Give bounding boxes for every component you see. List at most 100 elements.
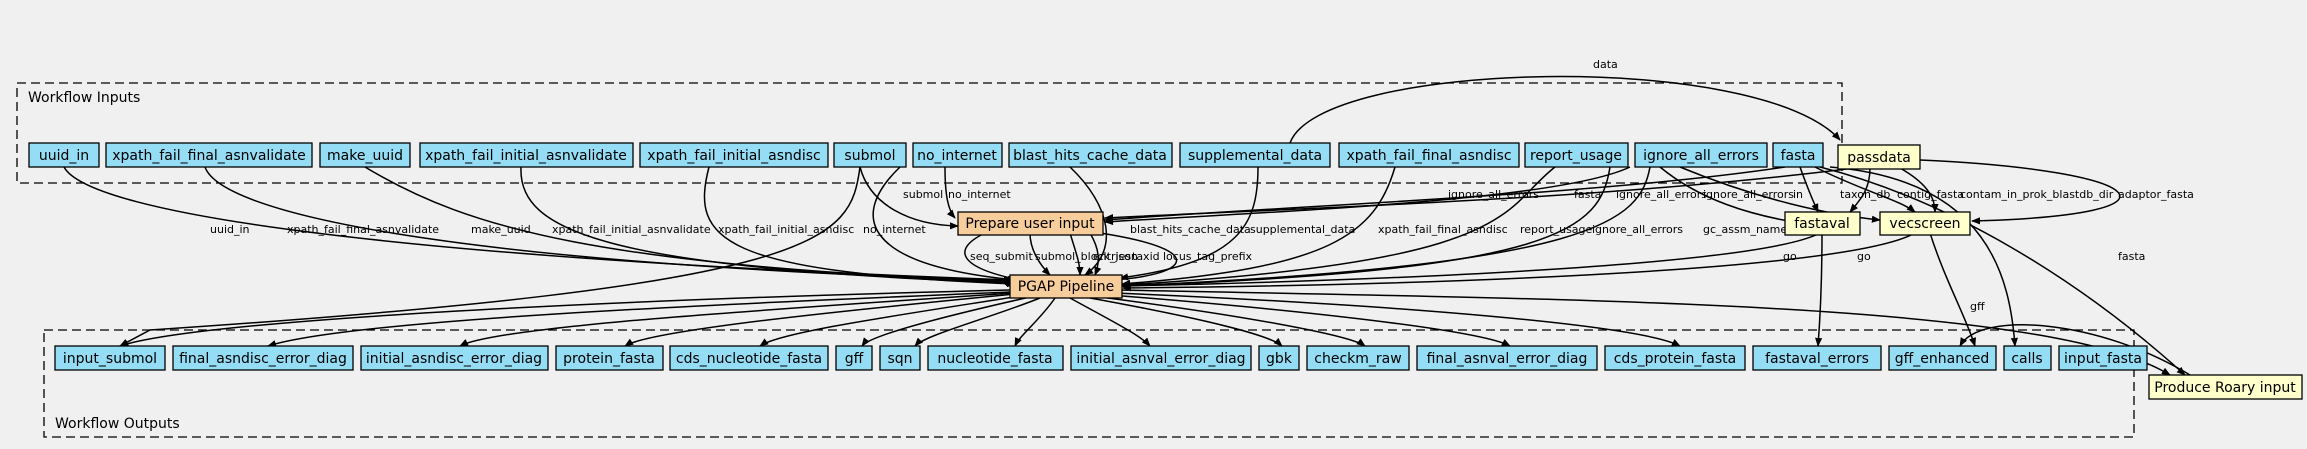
node-ignore-all-errors[interactable]: ignore_all_errors — [1634, 142, 1768, 168]
node-cds-nucleotide-fasta-label: cds_nucleotide_fasta — [676, 351, 822, 367]
node-calls[interactable]: calls — [2003, 345, 2052, 371]
node-final-asnval-error-diag[interactable]: final_asnval_error_diag — [1416, 345, 1598, 371]
node-supplemental-data[interactable]: supplemental_data — [1179, 142, 1331, 168]
edge-pgap-to-protein-fasta — [624, 293, 1016, 347]
node-calls-label: calls — [2011, 351, 2042, 367]
workflow-outputs-cluster: Workflow Outputs — [43, 329, 2135, 438]
node-no-internet[interactable]: no_internet — [912, 142, 1003, 168]
edge-submol-to-prepare — [859, 166, 959, 230]
node-blast-hits-cache-data[interactable]: blast_hits_cache_data — [1008, 142, 1173, 168]
node-xpath-fail-initial-asndisc-label: xpath_fail_initial_asndisc — [647, 148, 820, 164]
edge-report-usage — [1121, 166, 1556, 289]
node-initial-asndisc-error-diag-label: initial_asndisc_error_diag — [366, 351, 542, 367]
edge-xpath-fail-initial-asndisc — [703, 166, 1016, 288]
edge-ignore-to-prepare — [1104, 166, 1631, 226]
edge-no-internet-to-pgap — [872, 166, 1017, 283]
node-produce-roary-input[interactable]: Produce Roary input — [2148, 374, 2303, 400]
edge-submol-to-input-submol — [119, 166, 861, 347]
edge-blast-hits-cache-data — [1069, 166, 1108, 276]
node-fastaval[interactable]: fastaval — [1784, 211, 1861, 236]
edge-pgap-to-gff — [861, 296, 1031, 347]
label-fasta: fasta — [1574, 188, 1601, 201]
node-input-submol-label: input_submol — [63, 351, 157, 367]
node-xpath-fail-initial-asnvalidate[interactable]: xpath_fail_initial_asnvalidate — [419, 142, 634, 168]
node-vecscreen-label: vecscreen — [1889, 216, 1960, 232]
node-initial-asnval-error-diag-label: initial_asnval_error_diag — [1076, 351, 1245, 367]
edge-fasta-to-input-fasta — [1829, 166, 2018, 347]
label-xpath-fail-initial-asnvalidate: xpath_fail_initial_asnvalidate — [552, 223, 711, 236]
node-input-fasta[interactable]: input_fasta — [2058, 345, 2148, 371]
node-passdata-label: passdata — [1847, 150, 1911, 166]
label-locus-tag-prefix: locus_tag_prefix — [1163, 250, 1253, 263]
node-cds-protein-fasta[interactable]: cds_protein_fasta — [1604, 345, 1746, 371]
edge-xpath-fail-final-asnvalidate — [204, 166, 1013, 285]
node-make-uuid[interactable]: make_uuid — [319, 142, 411, 168]
node-checkm-raw-label: checkm_raw — [1314, 351, 1401, 367]
edge-pgap-to-input-submol — [119, 289, 1011, 347]
edge-ignore-to-vecscreen — [1679, 166, 1881, 223]
node-supplemental-data-label: supplemental_data — [1188, 148, 1322, 164]
edge-uuid-in — [63, 166, 1013, 284]
label-contig-fasta: contig_fasta — [1897, 188, 1964, 201]
label-blast-hits-cache-data: blast_hits_cache_data — [1130, 223, 1251, 236]
node-submol[interactable]: submol — [833, 142, 907, 168]
label-make-uuid: make_uuid — [471, 223, 531, 236]
node-gff-label: gff — [845, 351, 864, 367]
label-fasta-roary: fasta — [2118, 250, 2145, 263]
edge-pgap-to-initial-asndisc — [459, 292, 1013, 347]
node-uuid-in[interactable]: uuid_in — [28, 142, 100, 168]
node-produce-roary-input-label: Produce Roary input — [2154, 380, 2296, 396]
node-xpath-fail-final-asnvalidate-label: xpath_fail_final_asnvalidate — [112, 148, 306, 164]
node-input-fasta-label: input_fasta — [2064, 351, 2142, 367]
node-protein-fasta[interactable]: protein_fasta — [555, 345, 664, 371]
workflow-outputs-title: Workflow Outputs — [55, 416, 180, 432]
node-vecscreen[interactable]: vecscreen — [1879, 211, 1971, 236]
edge-pgap-to-final-asndisc — [267, 291, 1011, 347]
edge-fastaval-to-errors — [1815, 232, 1823, 347]
label-ignore-all-errors-3: ignore_all_errors — [1616, 188, 1707, 201]
node-report-usage[interactable]: report_usage — [1524, 142, 1629, 168]
label-no-internet-2: no_internet — [863, 223, 926, 236]
edge-seq-submit — [964, 232, 1021, 282]
label-adaptor-fasta: adaptor_fasta — [2118, 188, 2194, 201]
edge-passdata-to-fastaval — [1849, 167, 1871, 213]
node-checkm-raw[interactable]: checkm_raw — [1306, 345, 1410, 371]
node-initial-asnval-error-diag[interactable]: initial_asnval_error_diag — [1070, 345, 1252, 371]
node-input-submol[interactable]: input_submol — [54, 345, 166, 371]
node-gbk[interactable]: gbk — [1258, 345, 1300, 371]
node-xpath-fail-final-asndisc[interactable]: xpath_fail_final_asndisc — [1338, 142, 1520, 168]
edge-adaptor-fasta — [1919, 159, 2121, 225]
label-submol: submol — [903, 188, 943, 201]
node-cds-protein-fasta-label: cds_protein_fasta — [1614, 351, 1737, 367]
node-initial-asndisc-error-diag[interactable]: initial_asndisc_error_diag — [360, 345, 549, 371]
edge-go-vecscreen — [1122, 232, 1916, 292]
edge-labels: data uuid_in xpath_fail_final_asnvalidat… — [210, 58, 2194, 313]
node-prepare-user-input[interactable]: Prepare user input — [957, 211, 1104, 236]
edge-go-fastaval — [1122, 232, 1821, 290]
node-pgap-pipeline[interactable]: PGAP Pipeline — [1009, 274, 1123, 299]
node-cds-nucleotide-fasta[interactable]: cds_nucleotide_fasta — [669, 345, 829, 371]
node-passdata[interactable]: passdata — [1837, 144, 1921, 170]
node-nucleotide-fasta[interactable]: nucleotide_fasta — [927, 345, 1064, 371]
node-sqn[interactable]: sqn — [879, 345, 921, 371]
label-go-1: go — [1783, 250, 1797, 263]
edge-pgap-to-gbk — [1089, 297, 1283, 347]
node-xpath-fail-final-asndisc-label: xpath_fail_final_asndisc — [1346, 148, 1511, 164]
node-gff-enhanced[interactable]: gff_enhanced — [1888, 345, 1997, 371]
edge-pgap-to-cds-protein — [1114, 292, 1681, 347]
edge-pgap-to-final-asnval — [1109, 294, 1511, 347]
label-gff: gff — [1970, 300, 1985, 313]
edge-supplemental-data — [1119, 166, 1259, 281]
label-data: data — [1593, 58, 1618, 71]
label-go-2: go — [1857, 250, 1871, 263]
node-xpath-fail-initial-asndisc[interactable]: xpath_fail_initial_asndisc — [639, 142, 829, 168]
node-xpath-fail-final-asnvalidate[interactable]: xpath_fail_final_asnvalidate — [105, 142, 313, 168]
edge-pgap-to-nucleotide-fasta — [1014, 297, 1056, 347]
label-submol-block-json: submol_block_json — [1035, 250, 1138, 263]
node-sqn-label: sqn — [887, 351, 912, 367]
label-uuid-in: uuid_in — [210, 223, 250, 236]
node-gff[interactable]: gff — [835, 345, 873, 371]
node-fasta[interactable]: fasta — [1772, 142, 1824, 168]
node-final-asndisc-error-diag[interactable]: final_asndisc_error_diag — [172, 345, 354, 371]
node-fastaval-errors[interactable]: fastaval_errors — [1752, 345, 1882, 371]
